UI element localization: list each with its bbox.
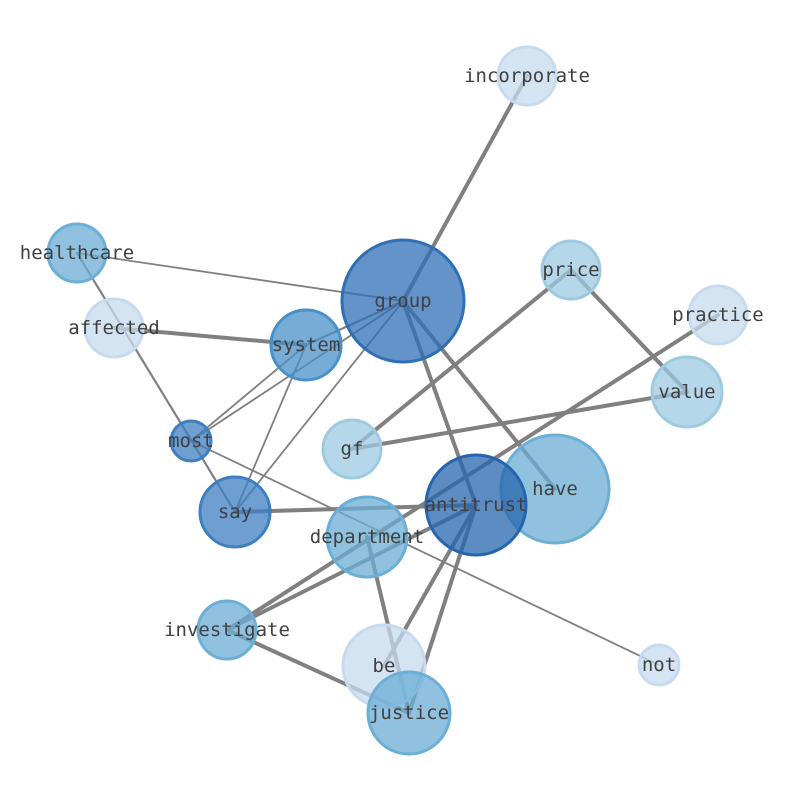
node-value	[650, 355, 724, 429]
node-label-price: price	[542, 259, 599, 281]
node-layer	[46, 45, 749, 756]
node-antitrust	[424, 453, 528, 557]
node-price	[540, 239, 602, 301]
node-say	[198, 475, 272, 549]
node-incorporate	[496, 45, 558, 107]
node-label-value: value	[658, 381, 715, 403]
node-label-department: department	[310, 526, 424, 548]
label-layer: incorporate healthcare group price practice a…	[20, 65, 764, 724]
node-label-healthcare: healthcare	[20, 242, 134, 264]
node-label-have: have	[532, 478, 578, 500]
node-department	[325, 495, 409, 579]
edge-price-gf	[350, 268, 573, 451]
node-label-justice: justice	[369, 702, 449, 724]
node-most	[169, 419, 213, 463]
node-label-group: group	[374, 290, 431, 312]
edge-most-not	[190, 440, 660, 666]
node-healthcare	[46, 222, 108, 284]
node-practice	[687, 284, 749, 346]
node-label-practice: practice	[672, 304, 764, 326]
node-gf	[321, 418, 383, 480]
node-investigate	[196, 599, 258, 661]
node-group	[340, 238, 466, 364]
node-label-incorporate: incorporate	[464, 65, 590, 87]
node-label-be: be	[373, 655, 396, 677]
edge-layer	[75, 74, 720, 715]
node-label-affected: affected	[68, 317, 160, 339]
node-system	[269, 308, 343, 382]
node-affected	[83, 297, 145, 359]
node-label-investigate: investigate	[164, 619, 290, 641]
node-label-say: say	[218, 501, 252, 523]
node-label-antitrust: antitrust	[425, 494, 528, 516]
edge-healthcare-say	[75, 251, 237, 514]
node-not	[637, 643, 681, 687]
node-label-not: not	[642, 654, 676, 676]
node-justice	[366, 670, 452, 756]
node-label-most: most	[168, 430, 214, 452]
node-label-gf: gf	[341, 438, 364, 460]
node-label-system: system	[272, 334, 341, 356]
edge-gf-value	[350, 390, 689, 451]
